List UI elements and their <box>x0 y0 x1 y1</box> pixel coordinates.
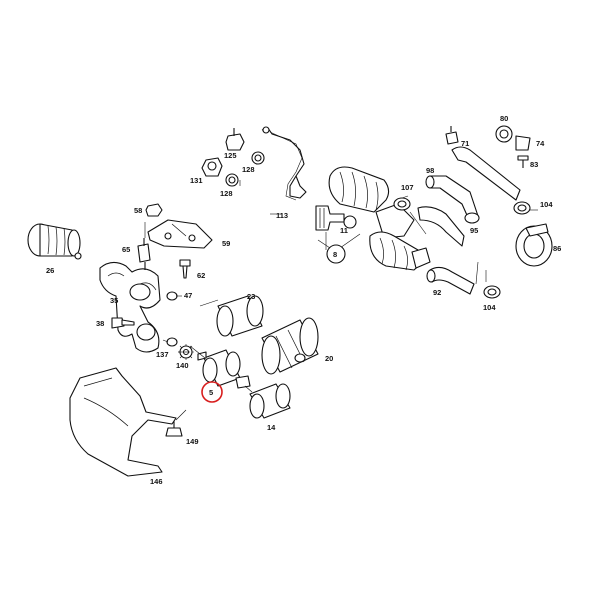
part-92-hose <box>426 266 475 295</box>
part-5-fuel-pump <box>197 349 251 389</box>
label-35: 35 <box>110 296 118 305</box>
label-20: 20 <box>325 354 333 363</box>
part-131-nut <box>201 157 223 177</box>
label-62: 62 <box>197 271 205 280</box>
part-113-fuel-line <box>261 126 307 201</box>
part-104-clamp-upper <box>513 201 531 215</box>
part-11-nipple <box>315 205 357 231</box>
label-140: 140 <box>176 361 189 370</box>
label-74: 74 <box>536 139 545 148</box>
part-59-bracket-plate <box>147 219 213 249</box>
part-65-rubber-mount <box>137 238 151 270</box>
part-38-bolt <box>111 317 135 329</box>
part-14-sleeve <box>249 383 291 419</box>
label-8-circle <box>326 244 346 264</box>
part-47-nut <box>166 291 178 301</box>
part-128-washer-upper <box>251 151 265 165</box>
label-14: 14 <box>267 423 276 432</box>
part-58-nut <box>145 203 163 217</box>
label-5: 5 <box>209 388 213 397</box>
part-146-cover <box>69 367 177 477</box>
part-137-washer <box>166 337 178 347</box>
label-38: 38 <box>96 319 104 328</box>
part-98-hose <box>425 175 480 224</box>
label-83: 83 <box>530 160 538 169</box>
label-104-upper: 104 <box>540 200 553 209</box>
label-113: 113 <box>276 211 288 220</box>
part-95-hose <box>417 146 521 247</box>
part-labels: 80 71 74 83 125 128 131 128 107 98 104 5… <box>46 114 561 486</box>
label-26: 26 <box>46 266 54 275</box>
part-86-filter-housing <box>515 223 553 267</box>
part-149-screw <box>165 420 183 437</box>
label-146: 146 <box>150 477 163 486</box>
label-23: 23 <box>247 292 255 301</box>
highlight-ring-5 <box>201 381 223 403</box>
label-92: 92 <box>433 288 441 297</box>
label-80: 80 <box>500 114 508 123</box>
label-11: 11 <box>340 226 348 235</box>
label-125: 125 <box>224 151 237 160</box>
label-128-upper: 128 <box>242 165 255 174</box>
part-125-banjo-bolt <box>225 128 245 151</box>
part-23-sleeve <box>216 295 264 337</box>
part-74-clip <box>515 135 531 151</box>
label-86: 86 <box>553 244 561 253</box>
part-128-washer-lower <box>225 173 239 187</box>
label-58: 58 <box>134 206 142 215</box>
label-131: 131 <box>190 176 203 185</box>
part-104-clamp-lower <box>483 285 501 299</box>
label-104-lower: 104 <box>483 303 496 312</box>
label-98: 98 <box>426 166 434 175</box>
label-95: 95 <box>470 226 478 235</box>
label-47: 47 <box>184 291 192 300</box>
label-107: 107 <box>401 183 414 192</box>
part-71-fitting <box>445 126 459 145</box>
part-20-fuel-filter <box>261 317 319 375</box>
part-107-clamp <box>393 197 411 211</box>
part-62-screw <box>179 259 191 279</box>
part-83-screw <box>517 155 529 168</box>
label-65: 65 <box>122 245 130 254</box>
part-35-clamp-bracket <box>99 261 161 353</box>
part-80-ring <box>495 125 513 143</box>
label-137: 137 <box>156 350 169 359</box>
label-71: 71 <box>461 139 469 148</box>
label-8: 8 <box>333 250 337 259</box>
label-128-lower: 128 <box>220 189 233 198</box>
part-26-bellows <box>27 223 82 260</box>
part-8-hose-assembly <box>328 166 431 271</box>
label-149: 149 <box>186 437 199 446</box>
label-59: 59 <box>222 239 230 248</box>
